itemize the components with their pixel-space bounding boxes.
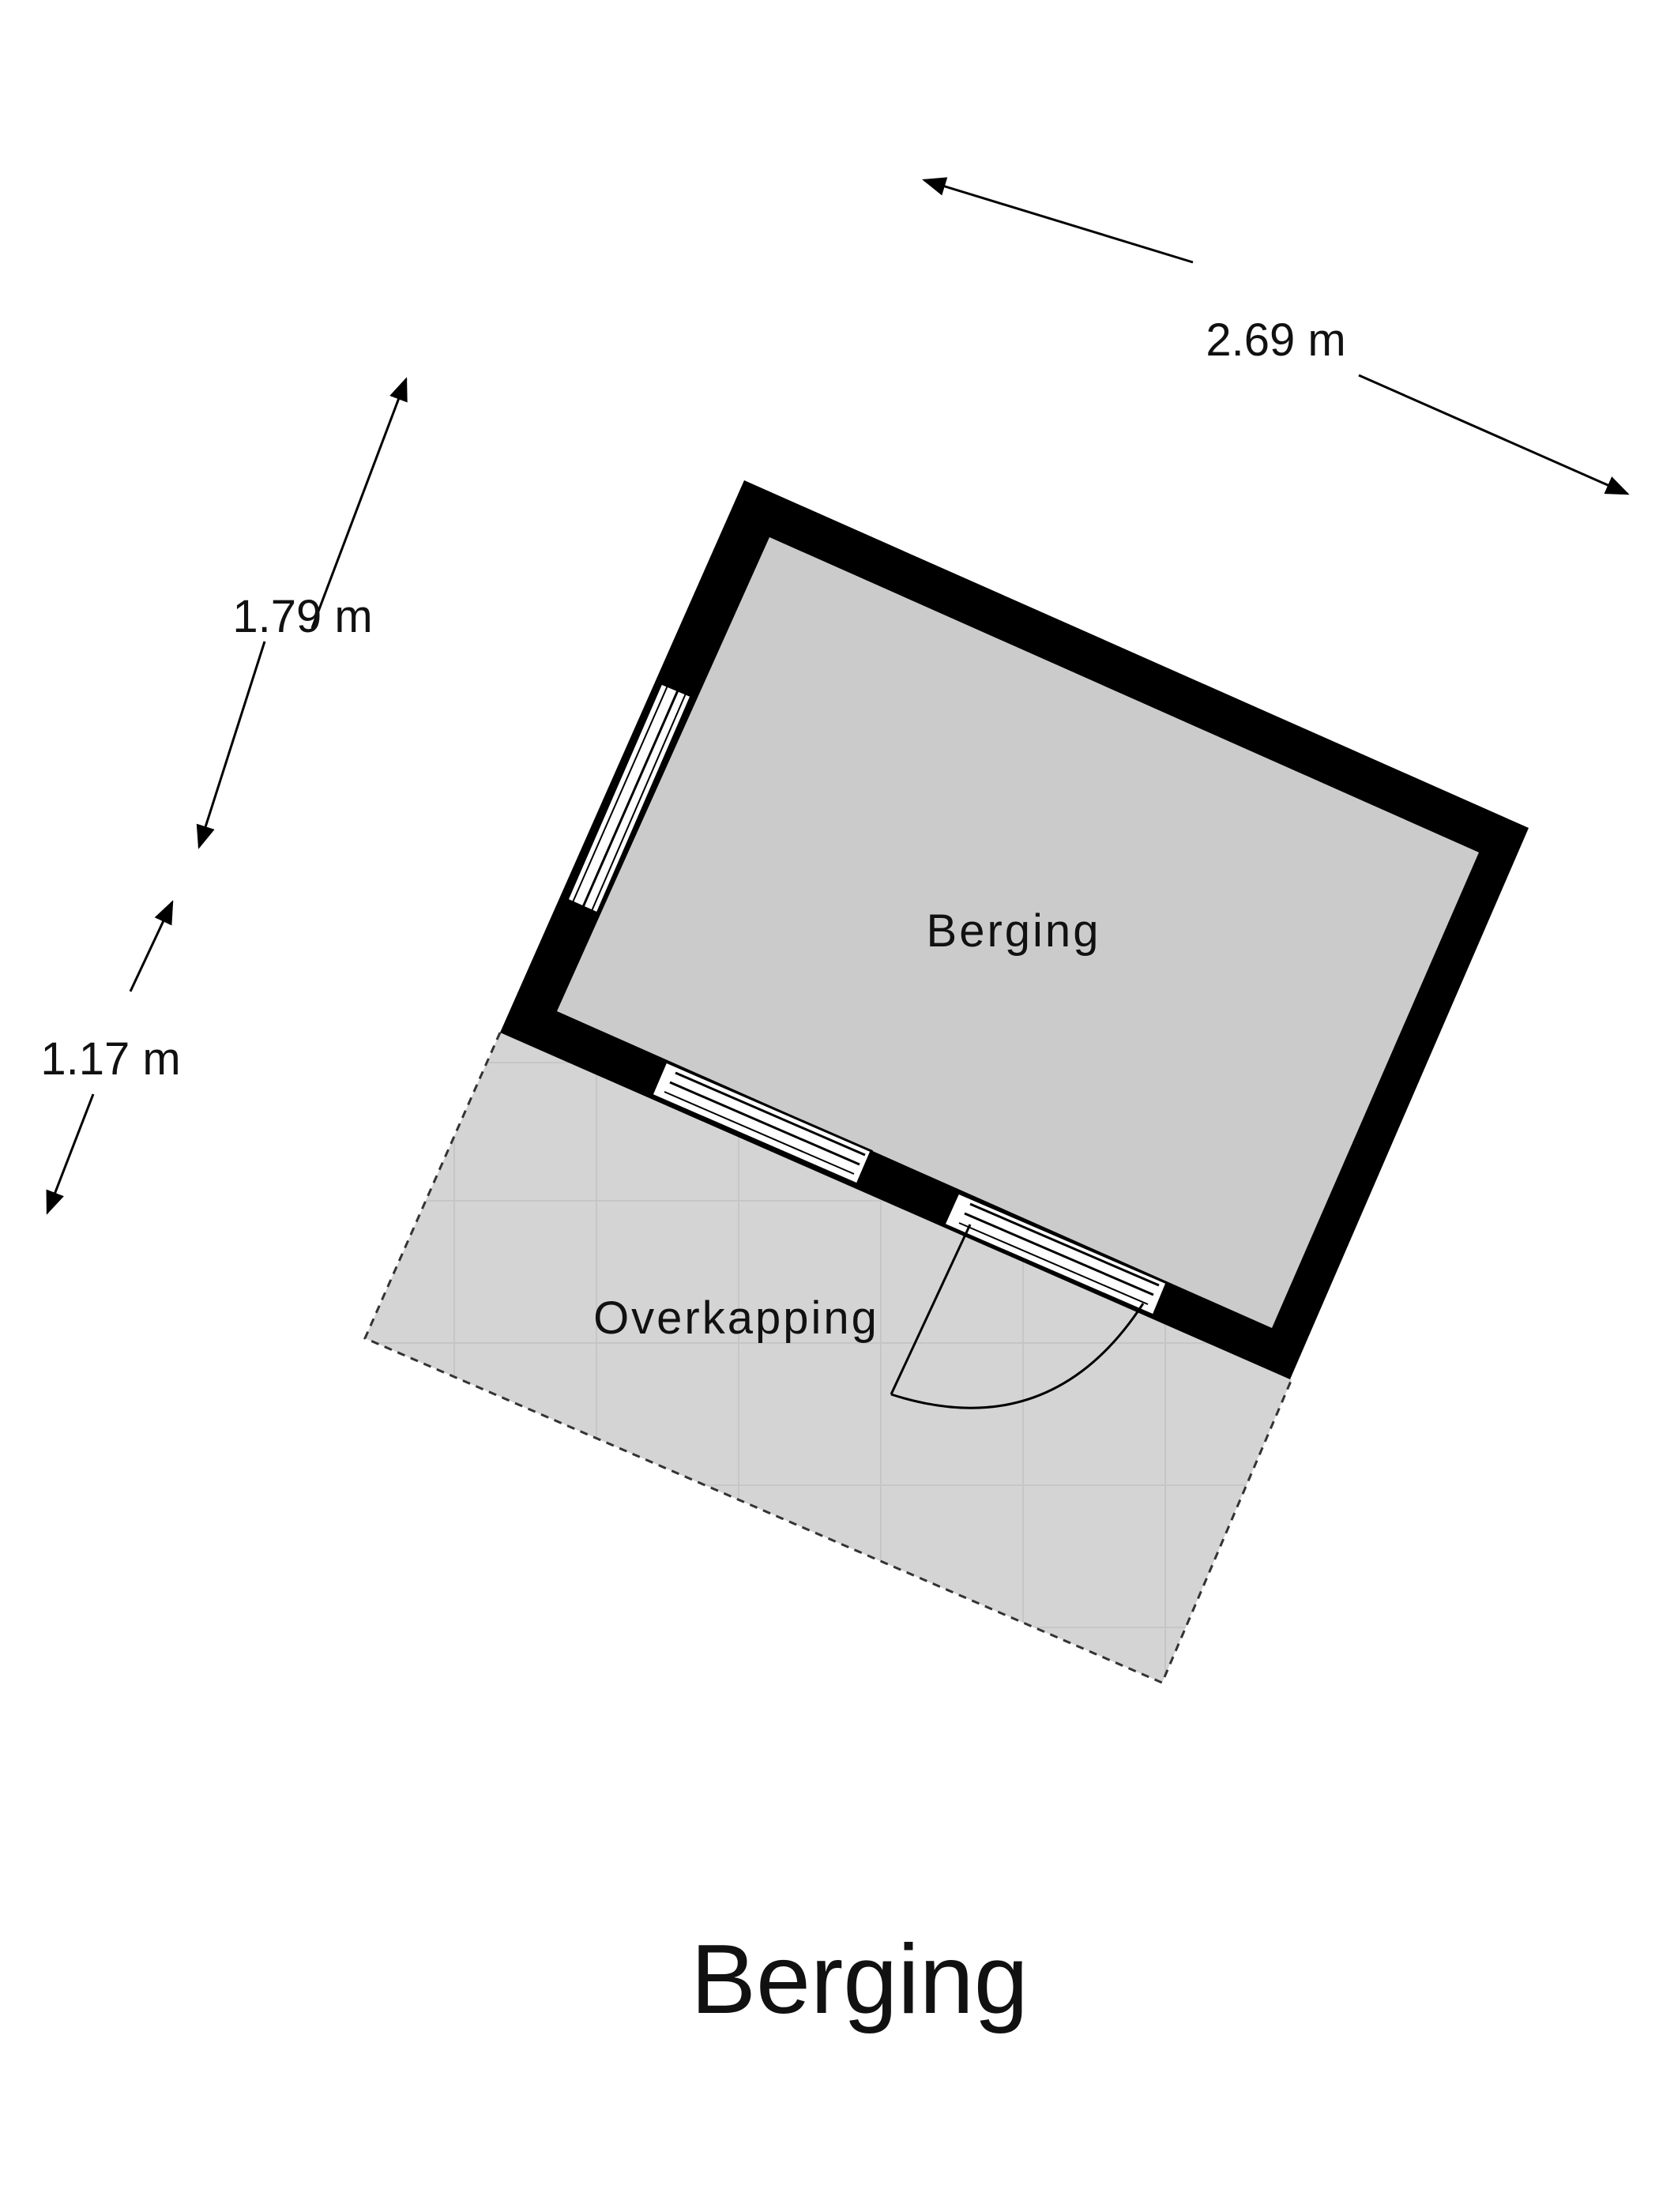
dimension-arrow-room-depth [310, 377, 408, 629]
dimension-arrow-covered-depth [46, 1093, 95, 1215]
dimension-arrow-width [922, 177, 1194, 264]
room-label-storage: Berging [927, 905, 1101, 957]
storage-room-floor [557, 537, 1479, 1328]
dimension-arrow-width [1358, 374, 1630, 495]
dimension-arrow-covered-depth [129, 900, 174, 992]
door-swing [890, 1224, 1145, 1409]
dimension-arrows [46, 177, 1630, 1215]
dimension-arrow-room-depth [196, 641, 266, 849]
dimension-room-depth-label: 1.79 m [232, 591, 372, 642]
storage-room [500, 480, 1529, 1379]
window-front [650, 1060, 873, 1186]
plan-title: Berging [690, 1925, 1028, 2034]
window-left [566, 682, 693, 915]
door-opening [942, 1191, 1168, 1317]
covered-area-outline [363, 1032, 1293, 1684]
dimension-covered-depth-label: 1.17 m [40, 1033, 180, 1085]
room-label-covered-area: Overkapping [593, 1292, 879, 1344]
dimension-width-label: 2.69 m [1206, 314, 1345, 366]
